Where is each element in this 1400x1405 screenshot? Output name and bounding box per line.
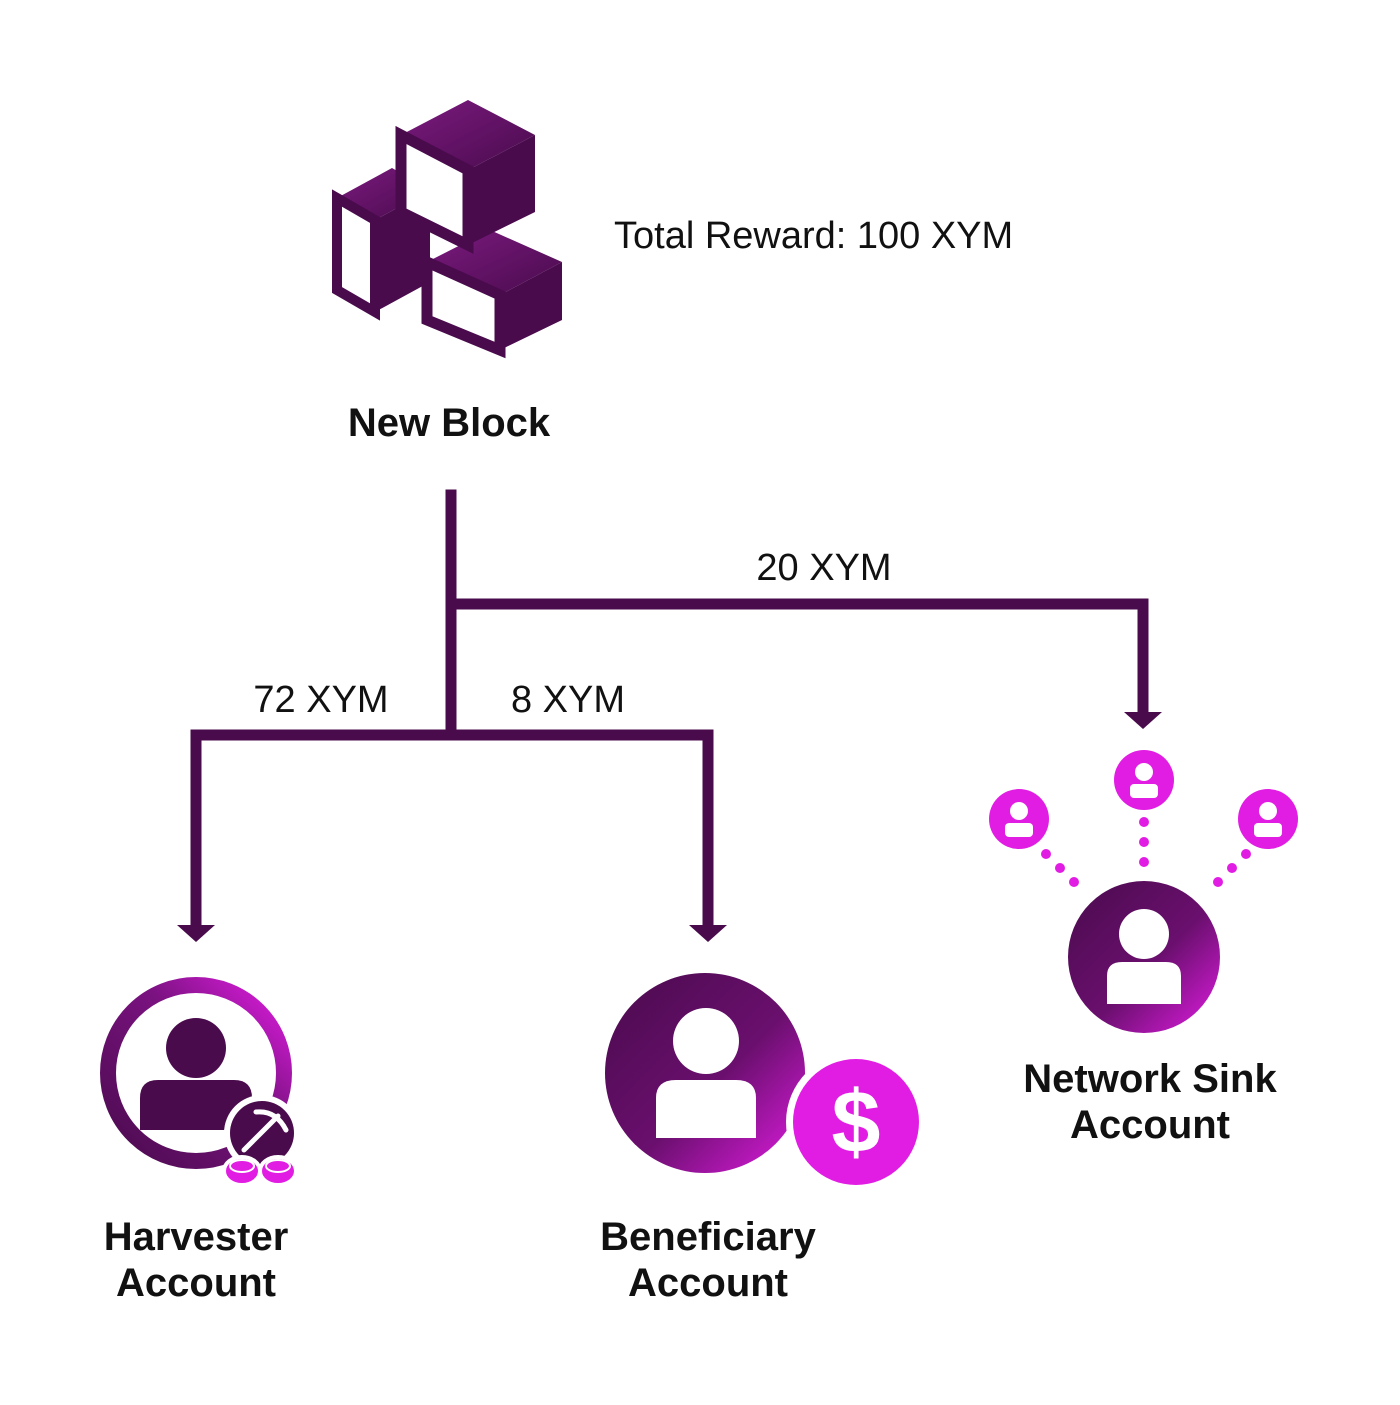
small-user-icon: [1114, 750, 1174, 810]
beneficiary-label-line2: Account: [628, 1261, 788, 1305]
sink-label-line1: Network Sink: [1023, 1057, 1277, 1101]
harvester-user-icon: [100, 977, 292, 1169]
dollar-icon: $: [786, 1052, 926, 1192]
sink-arrowhead: [1124, 712, 1162, 729]
harvester-label-line2: Account: [116, 1261, 276, 1305]
distribution-lines: [177, 489, 1162, 942]
sink-split-label: 20 XYM: [756, 547, 891, 589]
sink-connector-dots: [1041, 817, 1251, 887]
beneficiary-split-label: 8 XYM: [511, 679, 625, 721]
beneficiary-arrowhead: [689, 925, 727, 942]
network-sink-user-icon: [1068, 881, 1220, 1033]
total-reward-label: Total Reward: 100 XYM: [614, 215, 1013, 257]
new-block-label: New Block: [348, 401, 551, 445]
sink-branch-line: [445, 598, 1149, 722]
sink-label-line2: Account: [1070, 1103, 1230, 1147]
small-user-icon: [989, 789, 1049, 849]
beneficiary-label-line1: Beneficiary: [600, 1215, 816, 1259]
harvester-label-line1: Harvester: [104, 1215, 289, 1259]
beneficiary-user-icon: [605, 973, 805, 1173]
pickaxe-icon: [224, 1095, 300, 1171]
small-user-icon: [1238, 789, 1298, 849]
coins-icon: [222, 1155, 298, 1187]
harvester-arrowhead: [177, 925, 215, 942]
harvester-split-label: 72 XYM: [253, 679, 388, 721]
cubes-icon: [332, 100, 562, 359]
svg-text:$: $: [832, 1072, 881, 1171]
